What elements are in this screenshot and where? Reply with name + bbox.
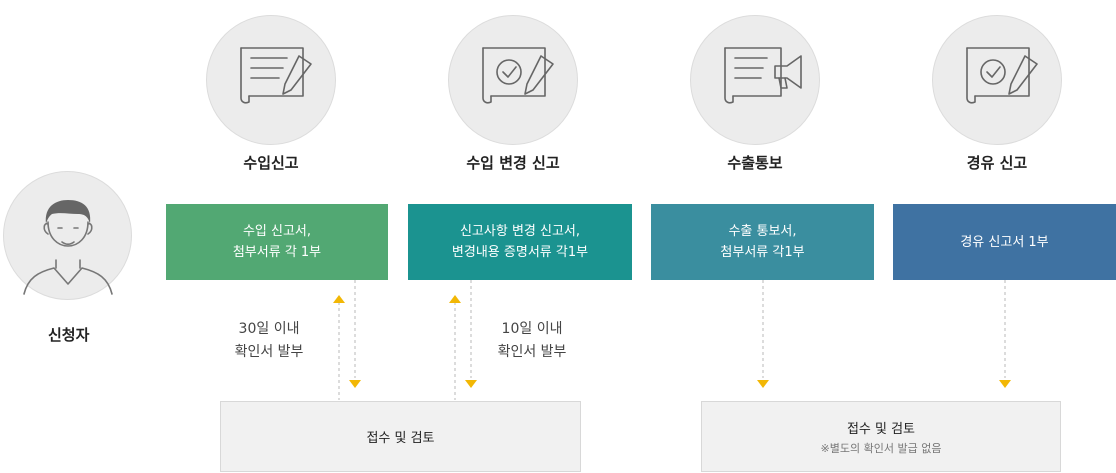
document-megaphone-icon [724,47,802,104]
note-10-days-line-2: 확인서 발부 [497,344,567,360]
step-1-doc-line-1: 수입 신고서, [242,224,312,239]
down-arrow-3 [757,380,769,388]
step-2-icon-circle [448,15,578,145]
step-3-documents-box: 수출 통보서, 첨부서류 각1부 [651,204,874,280]
step-1-title: 수입신고 [243,154,299,172]
step-3-icon-circle [690,15,820,145]
down-arrow-2 [465,380,477,388]
step-2-documents-box: 신고사항 변경 신고서, 변경내용 증명서류 각1부 [408,204,632,280]
note-30-days: 30일 이내 확인서 발부 [214,318,324,364]
step-3-title: 수출통보 [727,154,783,172]
down-arrow-1 [349,380,361,388]
step-4-icon-circle [932,15,1062,145]
up-arrow-2 [449,295,461,303]
note-10-days-line-1: 10일 이내 [501,321,563,337]
person-icon [23,200,113,295]
document-check-pen-icon [966,47,1038,104]
down-arrow-4 [999,380,1011,388]
step-3-doc-line-2: 첨부서류 각1부 [720,245,805,260]
step-3-doc-line-1: 수출 통보서, [728,224,797,239]
step-1-doc-line-2: 첨부서류 각 1부 [232,245,322,260]
review-box-2-title: 접수 및 검토 [846,421,916,437]
step-2-title: 수입 변경 신고 [466,154,560,172]
step-4-title: 경유 신고 [966,154,1028,172]
review-box-2: 접수 및 검토 ※별도의 확인서 발급 없음 [701,401,1061,472]
review-box-2-subnote: ※별도의 확인서 발급 없음 [820,441,942,455]
step-2-doc-line-1: 신고사항 변경 신고서, [459,224,581,239]
note-30-days-line-1: 30일 이내 [238,321,300,337]
applicant-avatar [3,171,132,300]
step-1-icon-circle [206,15,336,145]
step-2-doc-line-2: 변경내용 증명서류 각1부 [451,245,589,260]
note-10-days: 10일 이내 확인서 발부 [477,318,587,364]
applicant-label: 신청자 [48,326,90,344]
step-4-doc-line-1: 경유 신고서 1부 [960,234,1049,250]
document-check-pen-icon [482,47,554,104]
document-pen-icon [240,47,312,104]
review-box-1: 접수 및 검토 [220,401,581,472]
note-30-days-line-2: 확인서 발부 [234,344,304,360]
review-box-1-title: 접수 및 검토 [366,431,435,446]
step-4-documents-box: 경유 신고서 1부 [893,204,1116,280]
step-1-documents-box: 수입 신고서, 첨부서류 각 1부 [166,204,388,280]
up-arrow-1 [333,295,345,303]
